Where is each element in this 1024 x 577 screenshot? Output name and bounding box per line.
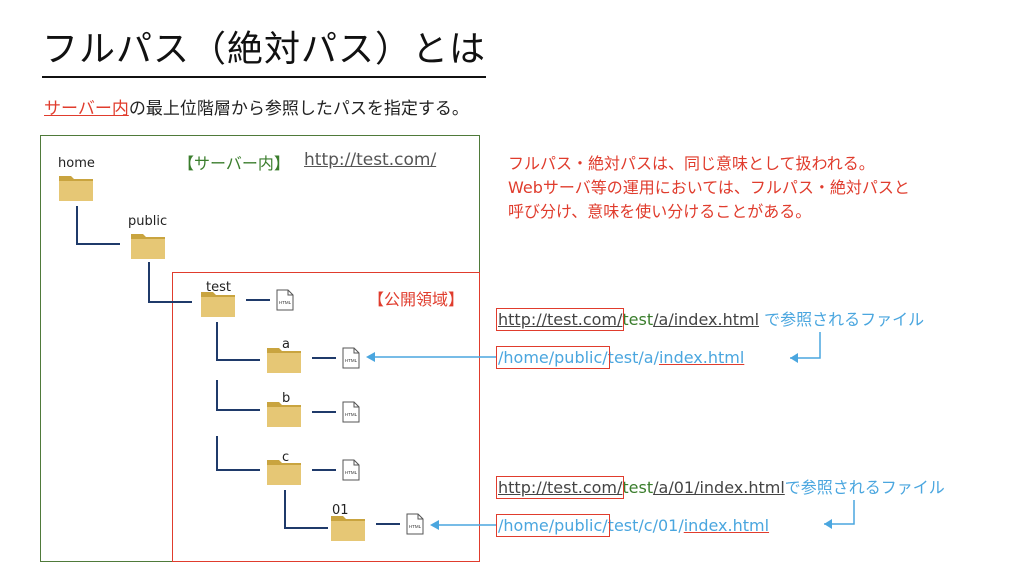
html-file-icon[interactable]: HTML [342,401,360,423]
folder-label-test: test [206,280,231,295]
folder-label-b: b [282,391,291,406]
path-example-2: /home/public/test/c/01/index.html [496,514,770,537]
folder-label-home: home [58,156,95,171]
tree-line [148,262,150,302]
url-example-2: http://test.com/test/a/01/index.htmlで参照さ… [495,474,945,499]
path-file-segment[interactable]: index.html [683,516,770,535]
public-area-label: 【公開領域】 [368,290,465,309]
tree-line [216,436,218,470]
arrow-connector-1 [366,332,821,363]
tree-line [76,243,120,245]
subtitle-highlight: サーバー内 [44,99,129,119]
html-icon-label: HTML [345,412,358,417]
path-test-segment: test/a/ [607,348,659,367]
folder-icon[interactable] [266,456,302,486]
folder-label-c: c [282,450,290,465]
html-file-icon[interactable]: HTML [342,459,360,481]
url-path-segment[interactable]: /a/01/index.html [653,478,785,497]
folder-label-a: a [282,337,290,352]
html-file-icon[interactable]: HTML [406,513,424,535]
folder-icon[interactable] [266,344,302,374]
tree-line [216,359,260,361]
tree-line [312,357,336,359]
folder-label-01: 01 [332,503,349,518]
folder-icon[interactable] [58,172,94,202]
tree-line [246,299,270,301]
url-test-segment: test [622,310,654,329]
html-file-icon[interactable]: HTML [342,347,360,369]
note-line-2: Webサーバ等の運用においては、フルパス・絶対パスと [508,178,910,197]
url-example-1: http://test.com/test/a/index.html で参照される… [495,306,925,331]
url-domain-box[interactable]: http://test.com/ [495,476,625,499]
server-url[interactable]: http://test.com/ [304,150,437,170]
path-test-segment: test/c/01/ [607,516,684,535]
path-file-segment[interactable]: index.html [658,348,745,367]
html-file-icon[interactable]: HTML [276,289,294,311]
tree-line [284,490,286,528]
html-icon-label: HTML [345,470,358,475]
tree-line [216,380,218,410]
tree-line [312,411,336,413]
note-line-3: 呼び分け、意味を使い分けることがある。 [508,202,812,221]
public-area-box [172,272,480,562]
subtitle-rest: の最上位階層から参照したパスを指定する。 [128,99,469,119]
note-line-1: フルパス・絶対パスは、同じ意味として扱われる。 [508,154,875,173]
url-suffix-text: で参照されるファイル [784,478,945,497]
arrow-connector-2 [430,500,855,530]
page-title: フルパス（絶対パス）とは [42,28,487,78]
server-label: 【サーバー内】 [178,154,290,173]
tree-line [216,409,260,411]
url-test-segment: test [622,478,654,497]
html-icon-label: HTML [409,524,422,529]
folder-icon[interactable] [330,512,366,542]
path-home-public-box: /home/public/ [496,346,610,369]
folder-label-public: public [128,214,168,229]
tree-line [376,523,400,525]
url-domain-box[interactable]: http://test.com/ [495,308,625,331]
tree-line [312,469,336,471]
path-home-public-box: /home/public/ [496,514,610,537]
tree-line [148,301,192,303]
html-icon-label: HTML [345,358,358,363]
folder-icon[interactable] [130,230,166,260]
html-icon-label: HTML [279,300,292,305]
url-path-segment[interactable]: /a/index.html [653,310,760,329]
url-suffix-text: で参照されるファイル [759,310,925,329]
tree-line [284,527,328,529]
subtitle: サーバー内の最上位階層から参照したパスを指定する。 [44,94,469,119]
tree-line [216,322,218,360]
tree-line [76,206,78,244]
folder-icon[interactable] [266,398,302,428]
path-example-1: /home/public/test/a/index.html [496,346,745,369]
folder-icon[interactable] [200,288,236,318]
tree-line [216,469,260,471]
